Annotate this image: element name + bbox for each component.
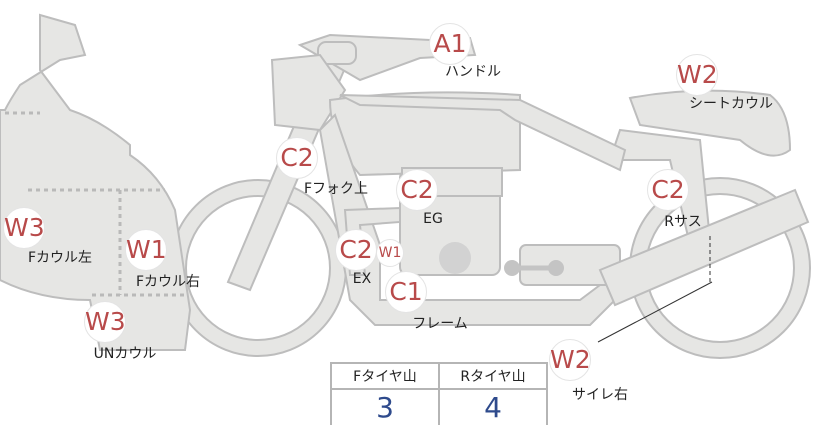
frame: [339, 94, 627, 172]
part-label-front-cowl-left: Fカウル左: [27, 250, 93, 266]
value-rear-tire: 4: [438, 388, 548, 425]
damage-code-front-cowl-right: W1: [125, 229, 167, 271]
damage-code-engine: C2: [396, 169, 438, 211]
header-front-tire: Fタイヤ山: [330, 362, 440, 390]
value-front-tire: 3: [330, 388, 440, 425]
part-label-engine: EG: [423, 211, 443, 227]
damage-code-frame: C1: [385, 271, 427, 313]
part-label-rear-suspension: Rサス: [664, 214, 702, 230]
part-label-front-fork: Fフォク上: [303, 181, 369, 197]
part-label-under-cowl: UNカウル: [93, 346, 157, 362]
header-rear-tire: Rタイヤ山: [438, 362, 548, 390]
damage-code-silencer-right: W2: [549, 339, 591, 381]
damage-code-handlebar: A1: [429, 23, 471, 65]
part-label-frame: フレーム: [412, 316, 468, 332]
damage-code-seat-cowl: W2: [676, 54, 718, 96]
damage-code-front-cowl-left: W3: [3, 207, 45, 249]
damage-code-under-cowl: W3: [84, 301, 126, 343]
part-label-exhaust: EX: [352, 271, 372, 287]
part-label-silencer-right: サイレ右: [572, 387, 628, 403]
part-label-handlebar: ハンドル: [445, 64, 501, 80]
part-label-front-cowl-right: Fカウル右: [135, 274, 201, 290]
damage-code-exhaust-secondary: W1: [376, 239, 404, 267]
part-label-seat-cowl: シートカウル: [689, 96, 773, 112]
damage-code-exhaust: C2: [335, 229, 377, 271]
front-cowl: [0, 13, 192, 351]
damage-code-front-fork: C2: [276, 137, 318, 179]
silencer: [598, 188, 810, 307]
damage-code-rear-suspension: C2: [647, 169, 689, 211]
